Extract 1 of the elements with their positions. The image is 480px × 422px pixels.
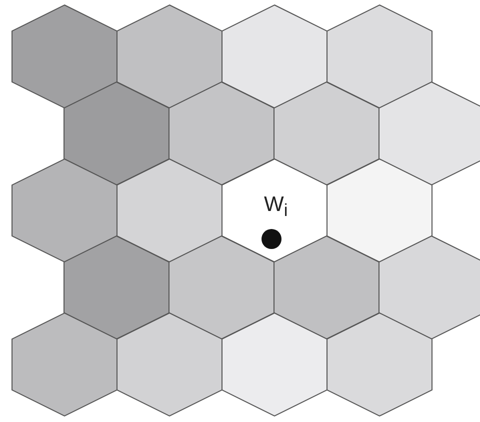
weight-label: W$_{i}$ [264, 193, 288, 222]
